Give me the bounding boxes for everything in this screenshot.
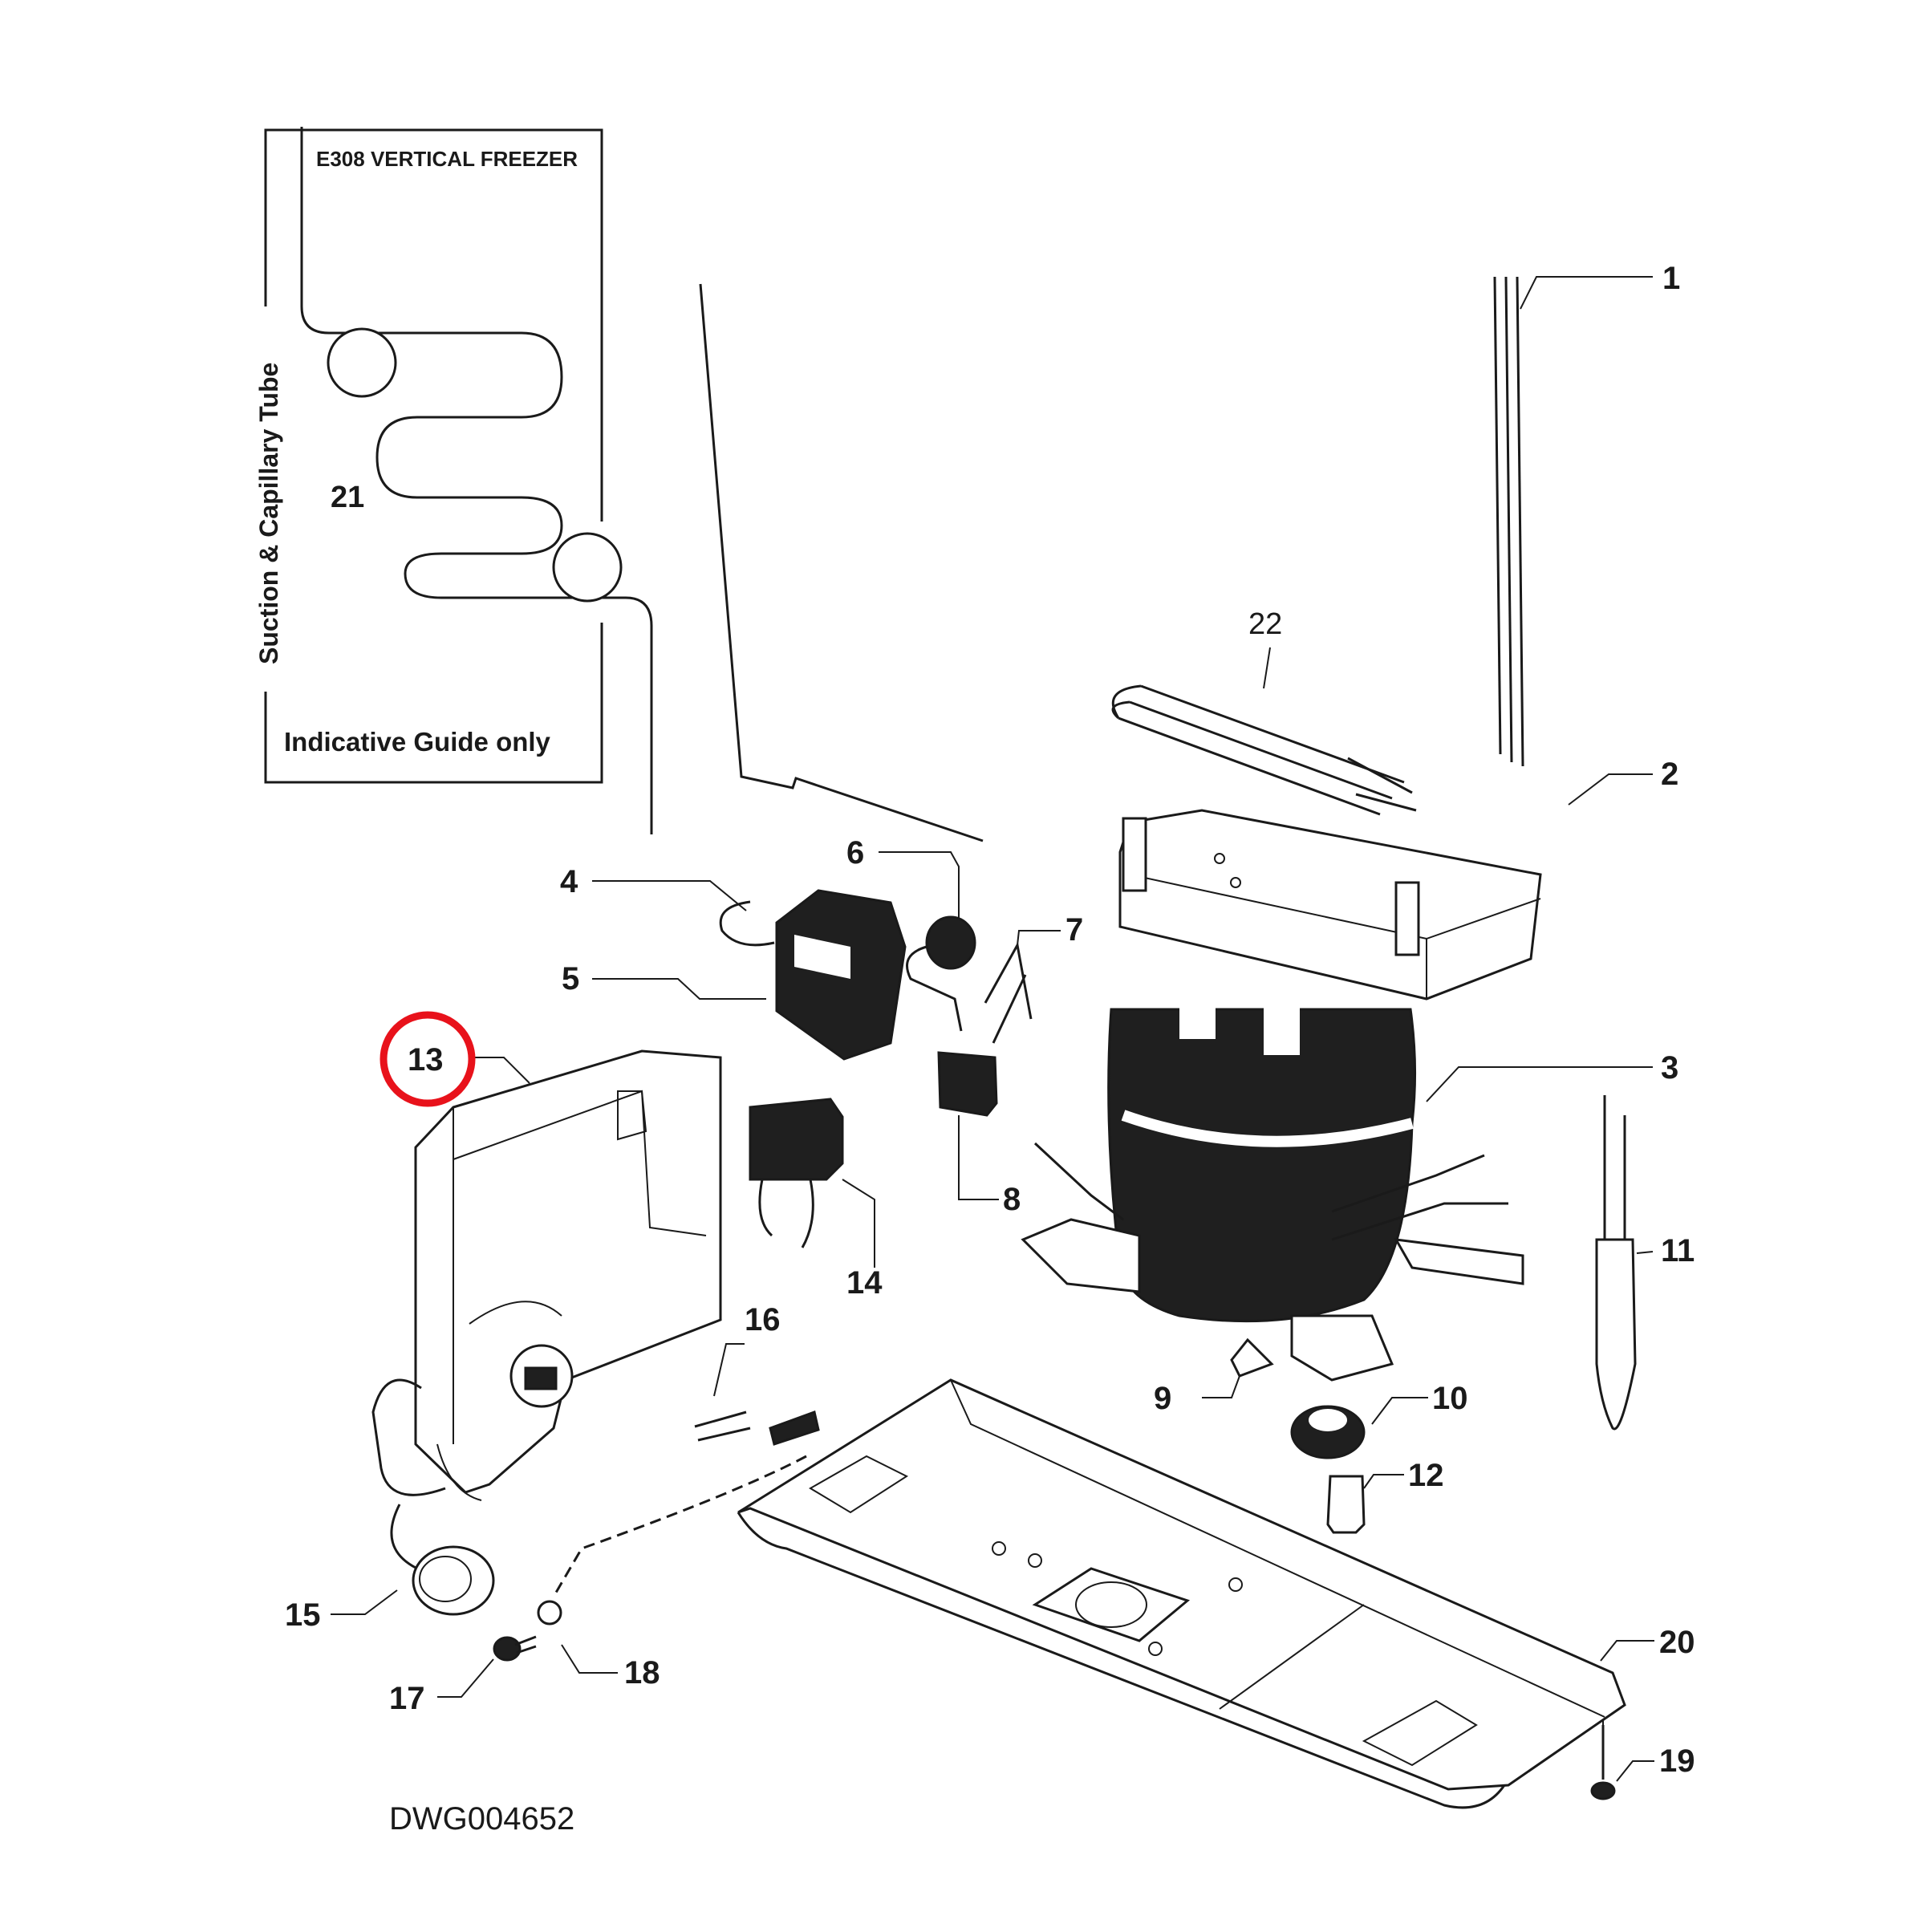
callout-21: 21 <box>331 481 364 514</box>
inset-title: E308 VERTICAL FREEZER <box>316 147 578 171</box>
part-9-10-12-grommets <box>1230 1337 1366 1534</box>
callout-9: 9 <box>1154 1381 1171 1416</box>
callout-20: 20 <box>1659 1625 1695 1660</box>
part-4-5-cover <box>719 889 907 1061</box>
callout-16: 16 <box>745 1302 781 1337</box>
leader-lines <box>331 276 1654 1782</box>
part-20-base-plate <box>737 1378 1626 1809</box>
callout-14: 14 <box>846 1265 883 1301</box>
highlight-ring <box>380 1011 476 1107</box>
callout-10: 10 <box>1432 1381 1468 1416</box>
inset-panel: E308 VERTICAL FREEZER Suction & Capillar… <box>254 127 653 834</box>
callout-2: 2 <box>1661 757 1678 792</box>
part-1-rods <box>1493 276 1524 767</box>
part-11-tube <box>1595 1095 1637 1431</box>
part-16-18-wires <box>537 1410 820 1626</box>
part-22-heater-coil <box>1111 684 1417 816</box>
inset-side-label: Suction & Capillary Tube <box>254 363 283 664</box>
callout-12: 12 <box>1408 1458 1444 1493</box>
cabinet-outline <box>699 283 984 842</box>
drawing-number: DWG004652 <box>389 1801 574 1837</box>
part-15-thermostat <box>390 1504 495 1616</box>
inset-note: Indicative Guide only <box>284 727 551 757</box>
callout-8: 8 <box>1003 1182 1021 1217</box>
callout-1: 1 <box>1662 261 1680 296</box>
callout-17: 17 <box>389 1681 425 1716</box>
callout-6: 6 <box>846 835 864 871</box>
part-3-compressor <box>1021 1007 1524 1382</box>
callout-22: 22 <box>1248 607 1282 641</box>
part-6-relay <box>906 915 976 1032</box>
capillary-tube <box>300 127 653 834</box>
callout-15: 15 <box>285 1597 321 1633</box>
part-2-tray <box>1118 809 1542 1000</box>
callouts: 1 2 3 4 5 6 7 8 9 10 11 12 13 14 15 16 1… <box>285 261 1695 1779</box>
callout-7: 7 <box>1065 912 1083 948</box>
callout-3: 3 <box>1661 1050 1678 1086</box>
callout-19: 19 <box>1659 1743 1695 1779</box>
tube-coil-lower <box>552 532 623 603</box>
part-13-control-housing <box>371 1049 722 1501</box>
callout-18: 18 <box>624 1655 660 1690</box>
part-8-overload <box>937 1051 998 1117</box>
callout-5: 5 <box>562 961 579 996</box>
callout-11: 11 <box>1661 1233 1695 1268</box>
part-7-clip <box>984 941 1033 1044</box>
part-14-capacitor <box>749 1098 844 1248</box>
callout-4: 4 <box>560 864 578 899</box>
callout-13: 13 <box>408 1042 444 1078</box>
tube-coil-upper <box>327 327 397 398</box>
